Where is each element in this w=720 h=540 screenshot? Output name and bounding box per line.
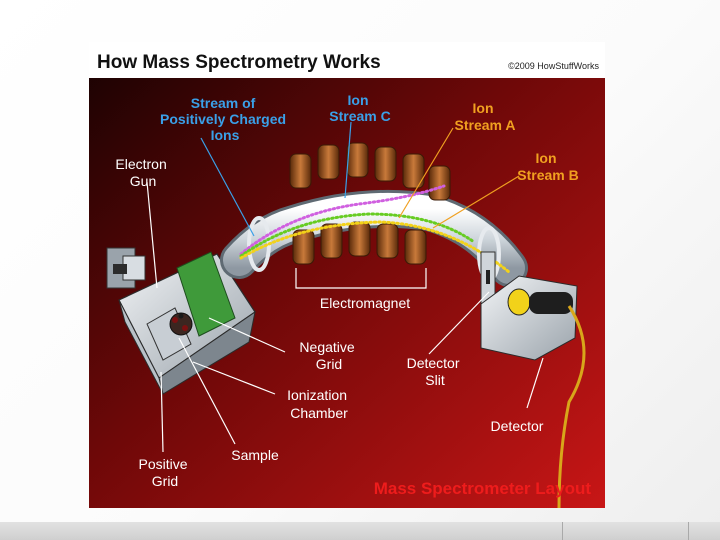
label-electromagnet: Electromagnet [320,295,410,311]
footer-divider [688,522,689,540]
slide-footer-bar [0,522,720,540]
electron-gun [106,247,146,289]
label-detector: Detector [491,418,544,434]
label-negative-grid: Negative Grid [299,339,358,372]
negative-grid-plate [176,251,236,337]
copyright-text: ©2009 HowStuffWorks [508,61,599,71]
detector [480,275,586,508]
label-positive-grid: Positive Grid [139,456,192,489]
label-electron-gun: Electron Gun [115,156,170,189]
footer-divider [562,522,563,540]
label-ion-stream-b: Ion Stream B [517,150,578,183]
ion-stream-a-path [239,212,476,258]
label-ion-stream-c: Ion Stream C [329,92,390,124]
mass-spectrometry-figure: How Mass Spectrometry Works ©2009 HowStu… [89,42,605,508]
header-bar [89,42,605,78]
ion-stream-c-path [239,184,446,256]
label-stream-positive: Stream of Positively Charged Ions [160,95,290,143]
figure-title: How Mass Spectrometry Works [97,52,381,73]
label-ion-stream-a: Ion Stream A [455,100,516,133]
label-detector-slit: Detector Slit [407,355,464,388]
figure-subtitle: Mass Spectrometer Layout [374,479,592,498]
ion-stream-b-path [239,220,511,274]
electromagnet-bracket [295,268,427,289]
callout-lines [146,121,544,453]
ionization-chamber [118,251,256,395]
electromagnet-coils [289,142,451,265]
label-sample: Sample [231,447,279,463]
label-ionization-chamber: Ionization Chamber [287,387,351,421]
